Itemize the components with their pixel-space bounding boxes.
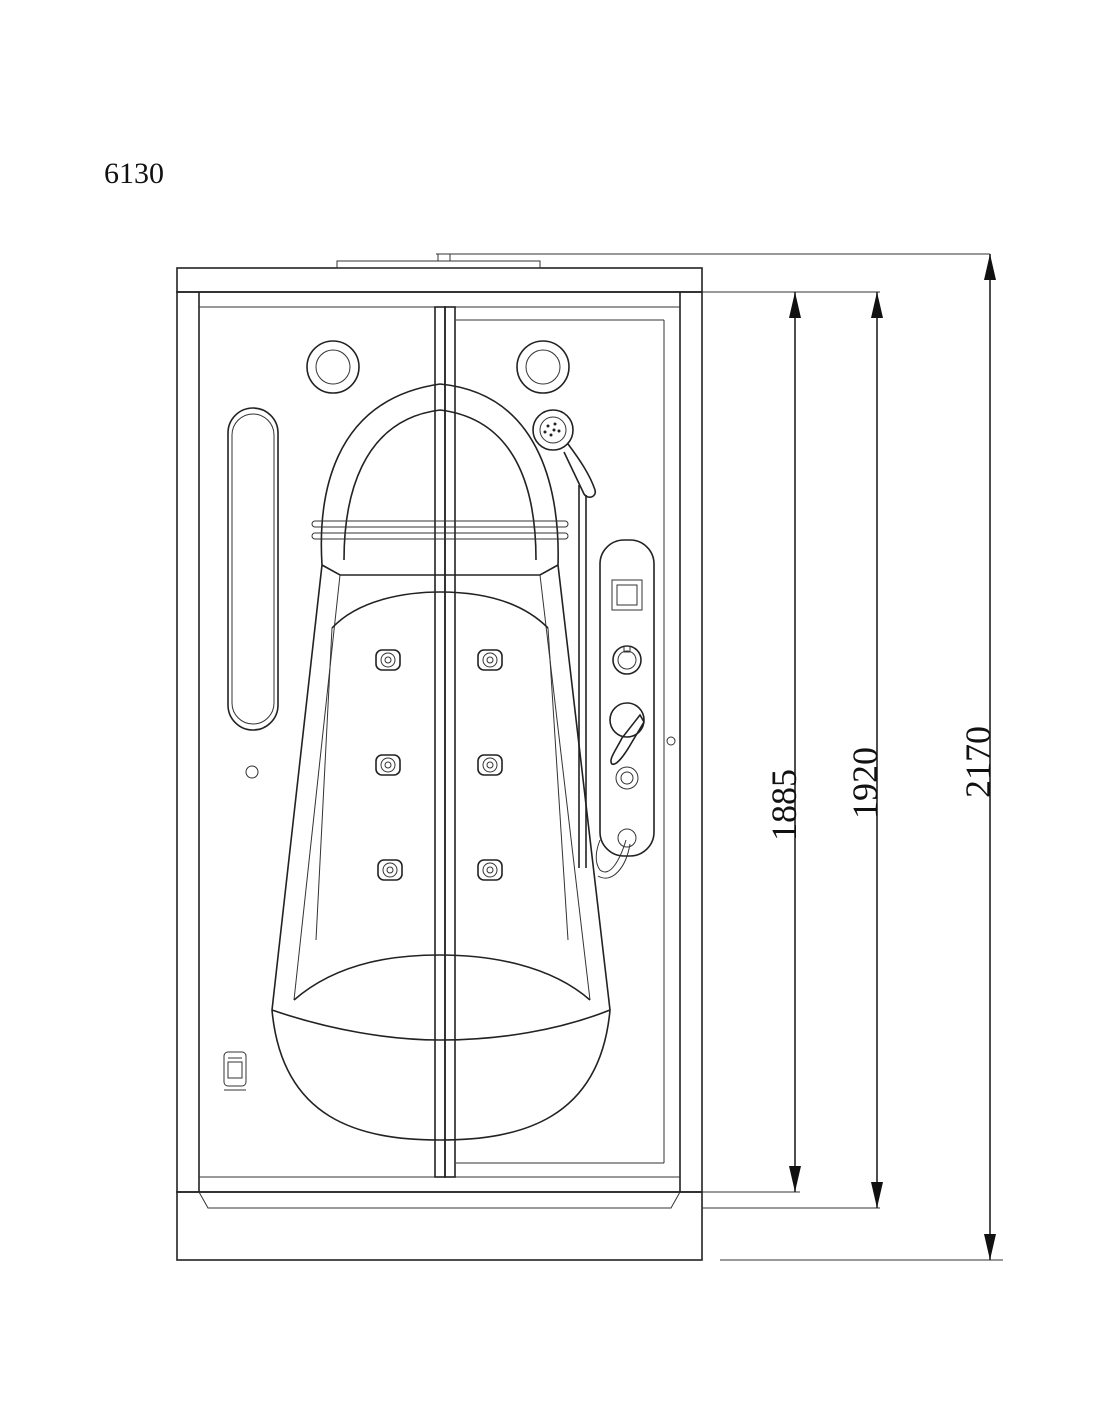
massage-jets [375,649,503,881]
hand-shower-icon [532,409,631,879]
jet-icon [375,649,401,671]
speaker-right-icon [516,340,570,394]
light-panel [227,407,279,731]
cabin-frame [176,291,703,1193]
dimension-inner-height: 1885 [764,769,804,841]
door-stiles [434,306,456,1178]
dimension-total-height: 2170 [958,726,998,798]
top-cap [176,253,990,293]
knob-icon [612,645,642,675]
mixer-icon [609,702,645,738]
jet-icon [477,859,503,881]
display-icon [611,579,643,611]
vent-icon [223,1051,247,1091]
speaker-left-icon [306,340,360,394]
base-tray [176,1191,703,1261]
dimension-lines [702,254,1003,1261]
jet-icon [477,649,503,671]
hose-outlet-icon [617,828,637,848]
button-icon [245,765,259,779]
jet-icon [375,754,401,776]
jet-icon [377,859,403,881]
door-handle-icon [666,736,676,746]
jet-icon [477,754,503,776]
diverter-icon [615,766,639,790]
model-number: 6130 [104,157,164,190]
dimension-door-height: 1920 [845,747,885,819]
control-panel [599,539,655,857]
backrest [271,383,611,1141]
